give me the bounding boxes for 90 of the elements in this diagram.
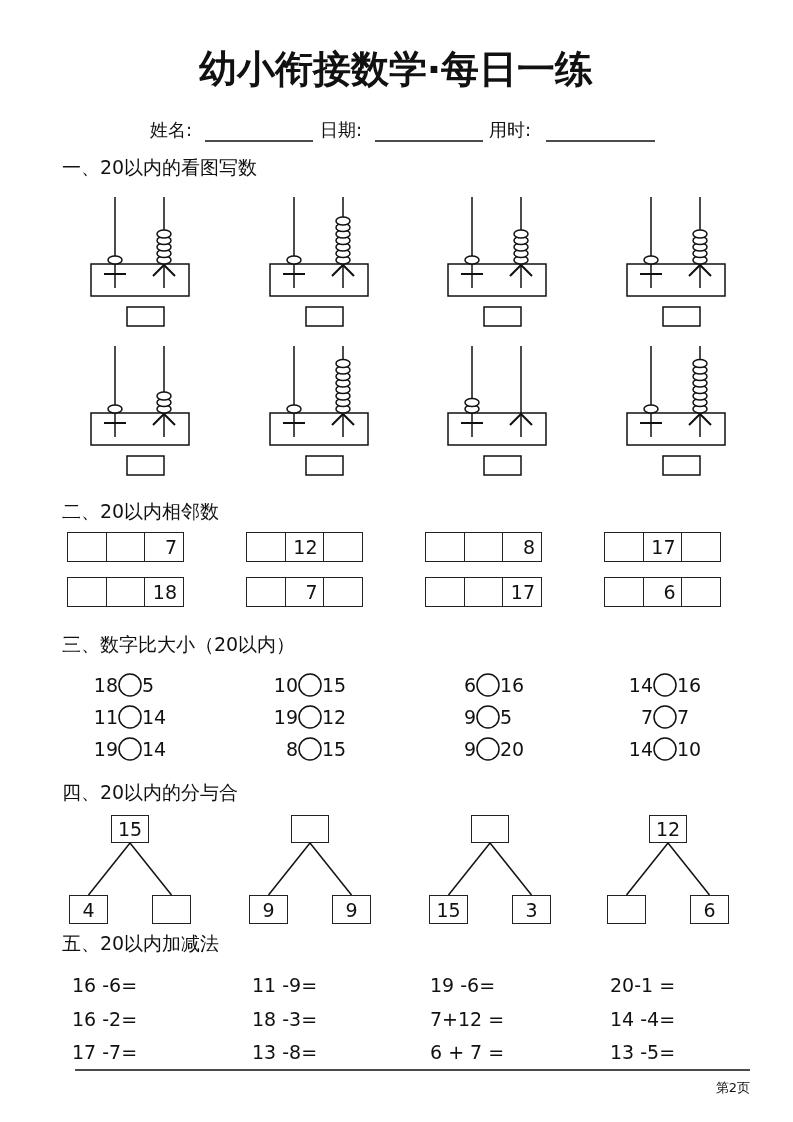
connector-line (309, 842, 353, 896)
equation: 7+12 = (430, 1010, 505, 1029)
number-cell (681, 532, 721, 562)
field-label: 姓名: (150, 121, 193, 139)
section-heading: 二、20以内相邻数 (62, 502, 220, 521)
number: 14 (142, 708, 167, 727)
number: 10 (677, 740, 702, 759)
section-heading: 五、20以内加减法 (62, 934, 220, 953)
number: 14 (628, 740, 653, 759)
number-box: 9 (249, 895, 288, 924)
number-cell: 17 (642, 532, 683, 562)
number: 19 (273, 708, 298, 727)
number-box: 9 (332, 895, 371, 924)
section-heading: 四、20以内的分与合 (62, 783, 239, 802)
equation: 16 -2= (72, 1010, 138, 1029)
number-cell: 12 (284, 532, 325, 562)
connector-line (129, 842, 173, 896)
title: 幼小衔接数学·每日一练 (198, 50, 594, 88)
number-cell (246, 577, 286, 607)
section-heading: 一、20以内的看图写数 (62, 158, 258, 177)
number-cell (463, 532, 504, 562)
number: 9 (463, 708, 476, 727)
number: 16 (677, 676, 702, 695)
number: 15 (322, 740, 347, 759)
number: 20 (500, 740, 525, 759)
number-box: 3 (512, 895, 551, 924)
connector-line (87, 842, 131, 896)
field-label: 日期: (320, 121, 363, 139)
number-box: 6 (690, 895, 729, 924)
equation: 6 + 7 = (430, 1043, 505, 1062)
number-cell: 17 (502, 577, 542, 607)
connector-line (267, 842, 311, 896)
number: 16 (500, 676, 525, 695)
number: 15 (322, 676, 347, 695)
number-cell: 6 (642, 577, 683, 607)
connector-line (447, 842, 491, 896)
number-box: 15 (111, 815, 149, 843)
equation: 11 -9= (252, 976, 318, 995)
number: 5 (500, 708, 513, 727)
number: 12 (322, 708, 347, 727)
number: 7 (640, 708, 653, 727)
number-cell (105, 577, 146, 607)
number-cell (604, 577, 644, 607)
number-box: 15 (429, 895, 468, 924)
number-cell (105, 532, 146, 562)
number-cell (67, 577, 107, 607)
equation: 13 -5= (610, 1043, 676, 1062)
number: 19 (93, 740, 118, 759)
number-cell (681, 577, 721, 607)
number: 5 (142, 676, 155, 695)
number: 9 (463, 740, 476, 759)
equation: 19 -6= (430, 976, 496, 995)
number-cell (323, 577, 363, 607)
number-cell (463, 577, 504, 607)
number-box (152, 895, 191, 924)
number-cell (425, 532, 465, 562)
equation: 17 -7= (72, 1043, 138, 1062)
connector-line (667, 842, 711, 896)
number-cell (604, 532, 644, 562)
section-heading: 三、数字比大小（20以内） (62, 635, 296, 654)
number: 8 (285, 740, 298, 759)
page-number: 第2页 (715, 1081, 750, 1094)
number-cell (323, 532, 363, 562)
connector-line (625, 842, 669, 896)
number: 18 (93, 676, 118, 695)
number: 14 (628, 676, 653, 695)
equation: 16 -6= (72, 976, 138, 995)
number: 6 (463, 676, 476, 695)
number-box (291, 815, 329, 843)
number-box: 12 (649, 815, 687, 843)
number-box (607, 895, 646, 924)
number-box (471, 815, 509, 843)
number-cell: 7 (144, 532, 184, 562)
number-cell (67, 532, 107, 562)
equation: 13 -8= (252, 1043, 318, 1062)
connector-line (489, 842, 533, 896)
number-cell: 7 (284, 577, 325, 607)
number-cell: 8 (502, 532, 542, 562)
number-cell (246, 532, 286, 562)
number: 7 (677, 708, 690, 727)
number: 14 (142, 740, 167, 759)
number-cell (425, 577, 465, 607)
equation: 14 -4= (610, 1010, 676, 1029)
equation: 20-1 = (610, 976, 676, 995)
field-label: 用时: (489, 121, 532, 139)
equation: 18 -3= (252, 1010, 318, 1029)
number: 10 (273, 676, 298, 695)
number-cell: 18 (144, 577, 184, 607)
number: 11 (93, 708, 118, 727)
number-box: 4 (69, 895, 108, 924)
